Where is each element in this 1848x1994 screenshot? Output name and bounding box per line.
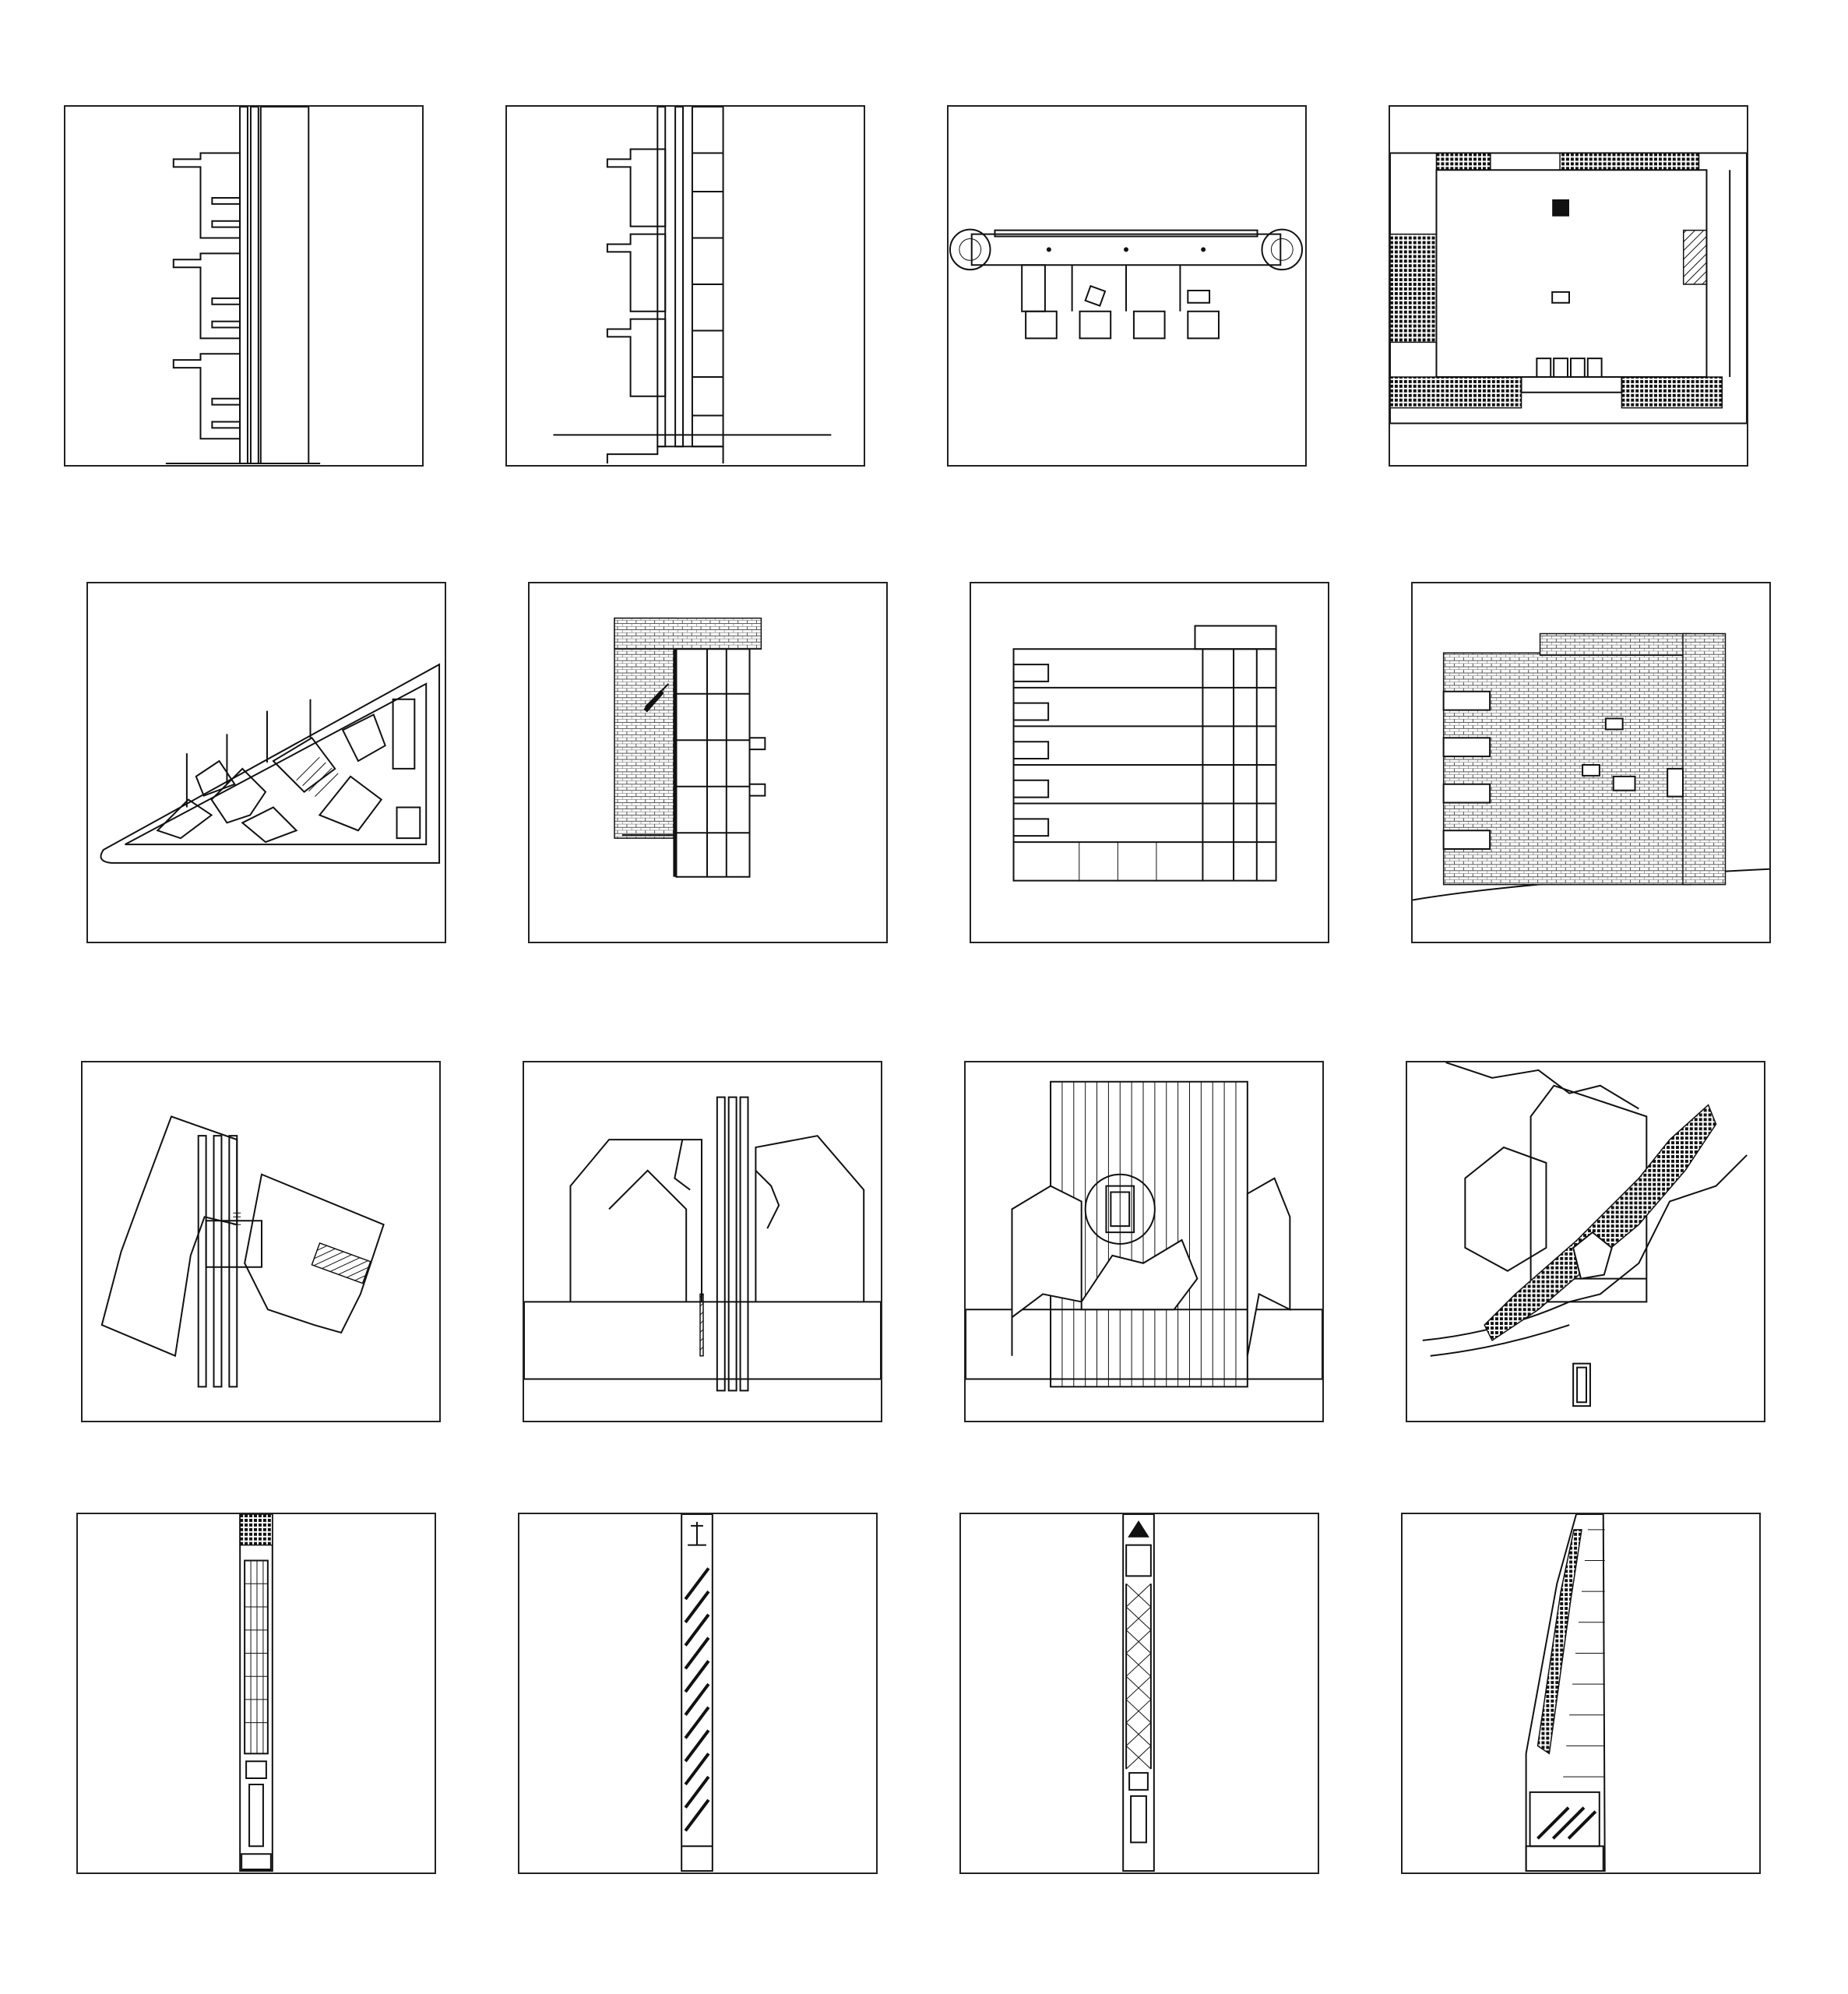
roof-plan-drawing bbox=[1390, 107, 1747, 465]
brick-section-drawing bbox=[530, 583, 886, 942]
slender-tower-diagonal-drawing bbox=[519, 1514, 876, 1872]
tower-elevation-cantilever-panel bbox=[64, 105, 424, 467]
split-gable-elevation-drawing bbox=[524, 1062, 881, 1421]
slender-tower-a-drawing bbox=[78, 1514, 435, 1872]
roof-plan-panel bbox=[1389, 105, 1748, 467]
split-gable-elevation-panel bbox=[523, 1061, 882, 1422]
slender-tower-truss-drawing bbox=[961, 1514, 1318, 1872]
rotated-plan-drawing bbox=[83, 1062, 439, 1421]
bridge-plan-drawing bbox=[949, 107, 1305, 465]
tilted-volume-axonometric-drawing bbox=[1407, 1062, 1764, 1421]
floor-section-panel bbox=[970, 582, 1329, 943]
brick-elevation-panel bbox=[1411, 582, 1771, 943]
triangular-plan-drawing bbox=[88, 583, 445, 942]
brick-section-panel bbox=[528, 582, 888, 943]
rotated-plan-panel bbox=[81, 1061, 441, 1422]
brick-elevation-drawing bbox=[1413, 583, 1769, 942]
tower-elevation-cantilever-drawing bbox=[65, 107, 422, 465]
striped-slab-elevation-panel bbox=[964, 1061, 1324, 1422]
slender-tower-a-panel bbox=[76, 1513, 436, 1874]
tower-section-frame-panel bbox=[505, 105, 865, 467]
leaning-tower-panel bbox=[1401, 1513, 1761, 1874]
bridge-plan-panel bbox=[947, 105, 1307, 467]
slender-tower-truss-panel bbox=[959, 1513, 1319, 1874]
tower-section-frame-drawing bbox=[507, 107, 864, 465]
triangular-plan-panel bbox=[86, 582, 446, 943]
tilted-volume-axonometric-panel bbox=[1406, 1061, 1765, 1422]
striped-slab-elevation-drawing bbox=[966, 1062, 1322, 1421]
leaning-tower-drawing bbox=[1403, 1514, 1759, 1872]
slender-tower-diagonal-panel bbox=[518, 1513, 878, 1874]
floor-section-drawing bbox=[971, 583, 1328, 942]
